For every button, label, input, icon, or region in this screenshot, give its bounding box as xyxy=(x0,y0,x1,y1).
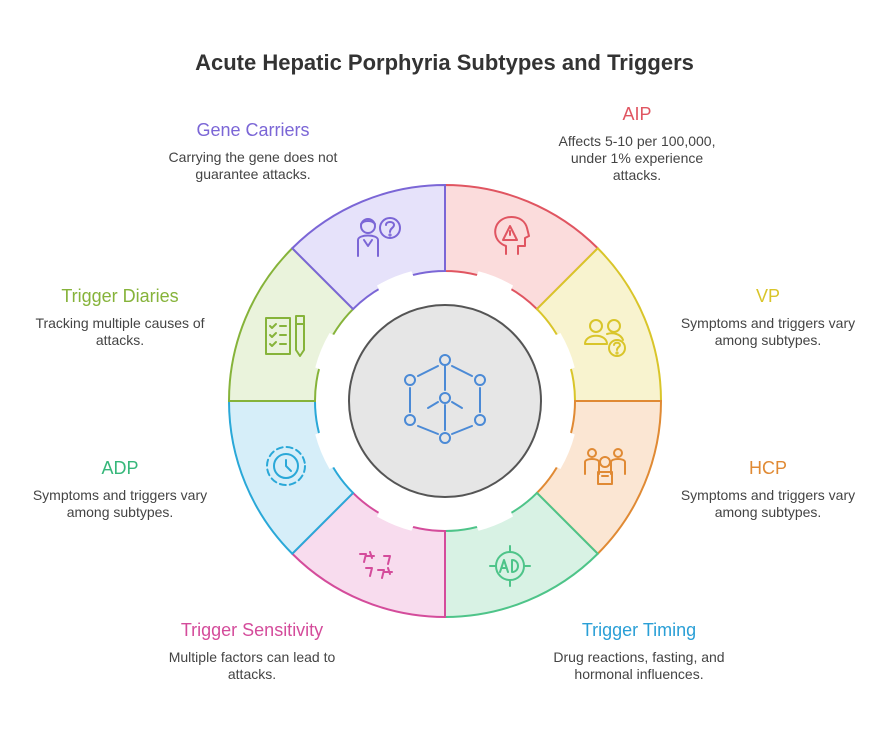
heading-gene-carriers: Gene Carriers xyxy=(196,120,310,140)
description-trigger-sensitivity: Multiple factors can lead to attacks. xyxy=(168,649,336,682)
segment-tab xyxy=(376,271,426,321)
segment-tab xyxy=(315,332,365,382)
heading-trigger-timing: Trigger Timing xyxy=(581,620,697,640)
label-trigger-sensitivity: Trigger Sensitivity Multiple factors can… xyxy=(152,620,352,683)
heading-hcp: HCP xyxy=(748,458,787,478)
warning-head-icon xyxy=(494,215,530,255)
label-trigger-timing: Trigger Timing Drug reactions, fasting, … xyxy=(539,620,739,683)
segment-tab xyxy=(464,271,514,321)
ad-target-icon xyxy=(489,545,531,587)
label-vp: VP Symptoms and triggers vary among subt… xyxy=(672,286,864,349)
description-gene-carriers: Carrying the gene does not guarantee att… xyxy=(168,149,338,182)
segment-tab xyxy=(376,481,426,531)
description-trigger-timing: Drug reactions, fasting, and hormonal in… xyxy=(553,649,725,682)
family-icon xyxy=(584,448,626,485)
steps-icon xyxy=(359,551,393,579)
person-question-icon xyxy=(357,217,401,257)
people-question-icon xyxy=(584,319,626,357)
heading-trigger-sensitivity: Trigger Sensitivity xyxy=(180,620,324,640)
heading-adp: ADP xyxy=(101,458,139,478)
segment-tab xyxy=(315,420,365,470)
description-adp: Symptoms and triggers vary among subtype… xyxy=(32,487,208,520)
diagram-title: Acute Hepatic Porphyria Subtypes and Tri… xyxy=(195,50,694,75)
heading-trigger-diaries: Trigger Diaries xyxy=(61,286,179,306)
label-gene-carriers: Gene Carriers Carrying the gene does not… xyxy=(158,120,348,183)
description-aip: Affects 5-10 per 100,000, under 1% exper… xyxy=(558,133,716,183)
network-icon xyxy=(404,354,486,444)
description-hcp: Symptoms and triggers vary among subtype… xyxy=(680,487,856,520)
segment-gene-carriers xyxy=(290,183,446,311)
label-hcp: HCP Symptoms and triggers vary among sub… xyxy=(672,458,864,521)
label-aip: AIP Affects 5-10 per 100,000, under 1% e… xyxy=(547,104,727,184)
segment-tab xyxy=(525,332,575,382)
segment-tab xyxy=(525,420,575,470)
label-trigger-diaries: Trigger Diaries Tracking multiple causes… xyxy=(22,286,218,349)
clock-icon xyxy=(266,446,306,486)
label-adp: ADP Symptoms and triggers vary among sub… xyxy=(22,458,218,521)
segment-tab xyxy=(464,481,514,531)
description-vp: Symptoms and triggers vary among subtype… xyxy=(680,315,856,348)
heading-vp: VP xyxy=(755,286,780,306)
heading-aip: AIP xyxy=(622,104,652,124)
description-trigger-diaries: Tracking multiple causes of attacks. xyxy=(35,315,205,348)
checklist-icon xyxy=(265,315,305,357)
